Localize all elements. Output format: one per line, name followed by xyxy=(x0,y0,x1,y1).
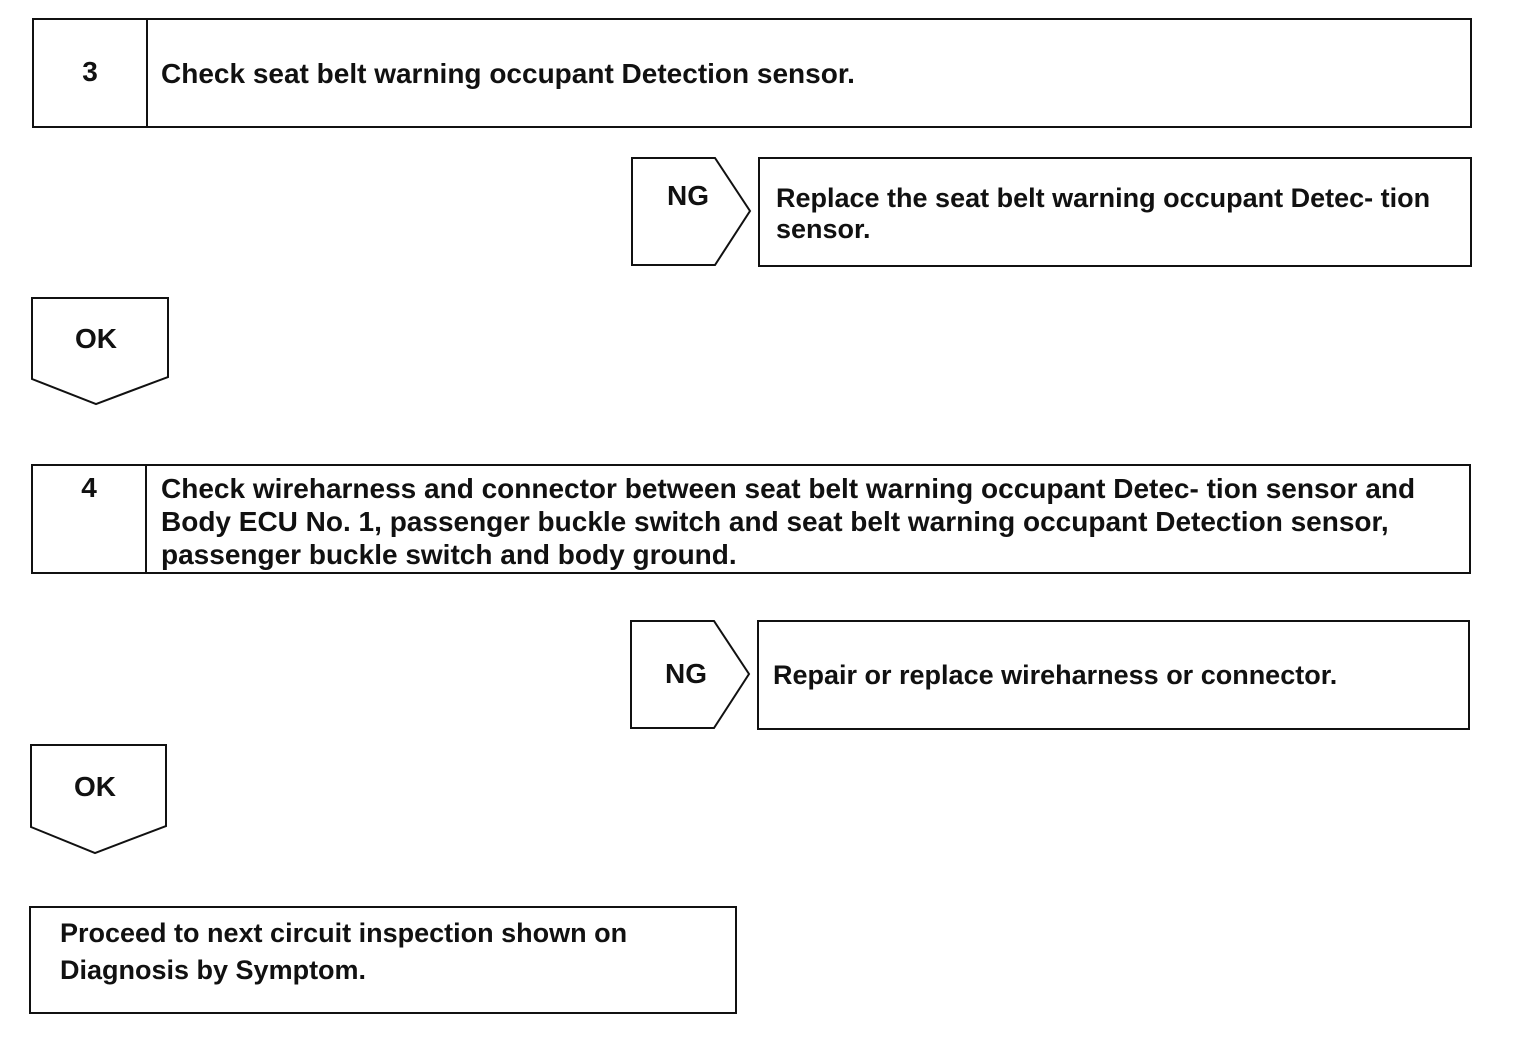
final-text: Proceed to next circuit inspection shown… xyxy=(60,918,628,985)
step-4-ng-action-text: Repair or replace wireharness or connect… xyxy=(773,660,1338,690)
step-3-box: 3 Check seat belt warning occupant Detec… xyxy=(32,18,1472,128)
step-4-ok-label: OK xyxy=(74,771,116,802)
step-3-ng-action-box: Replace the seat belt warning occupant D… xyxy=(758,157,1472,267)
step-4-ng-action-box: Repair or replace wireharness or connect… xyxy=(757,620,1470,730)
step-3-ng-action-text: Replace the seat belt warning occupant D… xyxy=(776,183,1431,244)
step-4-ok-arrow xyxy=(30,744,167,855)
step-3-ng-label: NG xyxy=(667,180,709,211)
step-4-ng-arrow xyxy=(630,620,751,729)
step-4-number: 4 xyxy=(33,466,147,572)
step-4-box: 4 Check wireharness and connector betwee… xyxy=(31,464,1471,574)
step-3-ok-label: OK xyxy=(75,323,117,354)
step-3-ng-arrow xyxy=(631,157,752,266)
final-box: Proceed to next circuit inspection shown… xyxy=(29,906,737,1014)
step-3-text: Check seat belt warning occupant Detecti… xyxy=(161,58,855,89)
step-4-text: Check wireharness and connector between … xyxy=(161,473,1416,570)
step-4-ng-label: NG xyxy=(665,658,707,689)
step-3-number: 3 xyxy=(34,20,148,126)
step-3-ok-arrow xyxy=(31,297,169,406)
